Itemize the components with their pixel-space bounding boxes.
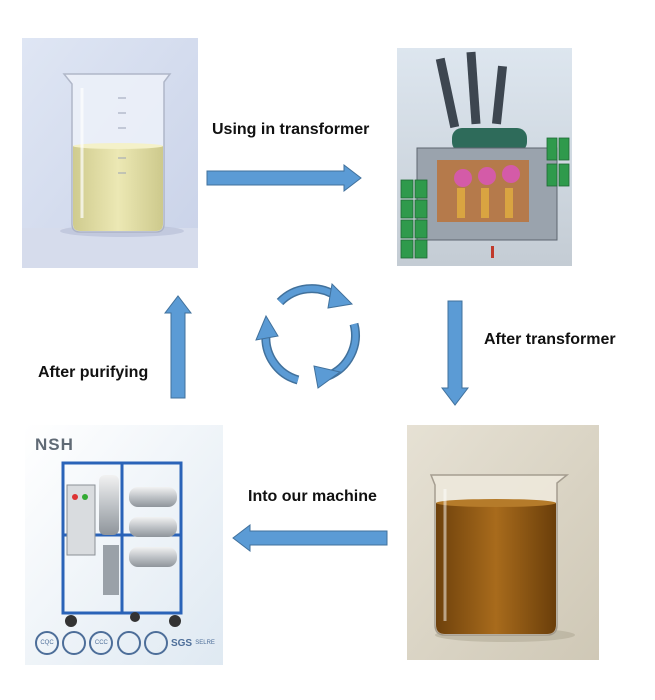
- used-oil-beaker-illustration: [407, 425, 599, 660]
- cert-badge-icon: [116, 631, 141, 655]
- selre-badge-icon: SELRE: [195, 640, 215, 646]
- label-after-purifying: After purifying: [38, 364, 149, 381]
- purifier-machine-photo: NSH CQC CCC SGS SELRE: [25, 425, 223, 665]
- clean-oil-beaker-illustration: [22, 38, 198, 268]
- label-into-our-machine: Into our machine: [248, 488, 377, 505]
- arrow-left: [232, 524, 388, 552]
- arrow-down: [441, 300, 469, 406]
- purifier-machine-illustration: [25, 425, 223, 665]
- label-after-transformer: After transformer: [484, 331, 616, 348]
- arrow-up: [164, 295, 192, 399]
- transformer-render-image: [397, 48, 572, 266]
- recycle-cycle-icon: [248, 272, 368, 390]
- cert-badge-icon: [62, 631, 87, 655]
- ccc-badge-icon: CCC: [89, 631, 114, 655]
- sgs-badge-icon: SGS: [170, 637, 193, 649]
- label-using-in-transformer: Using in transformer: [212, 121, 370, 138]
- cert-badge-icon: [143, 631, 168, 655]
- certification-badges: CQC CCC SGS SELRE: [35, 631, 215, 655]
- arrow-right: [206, 164, 362, 192]
- nsh-logo-text: NSH: [35, 435, 74, 454]
- used-oil-beaker-photo: [407, 425, 599, 660]
- nsh-logo: NSH: [35, 435, 74, 455]
- transformer-illustration: [397, 48, 572, 266]
- clean-oil-beaker-photo: [22, 38, 198, 268]
- cqc-badge-icon: CQC: [35, 631, 59, 655]
